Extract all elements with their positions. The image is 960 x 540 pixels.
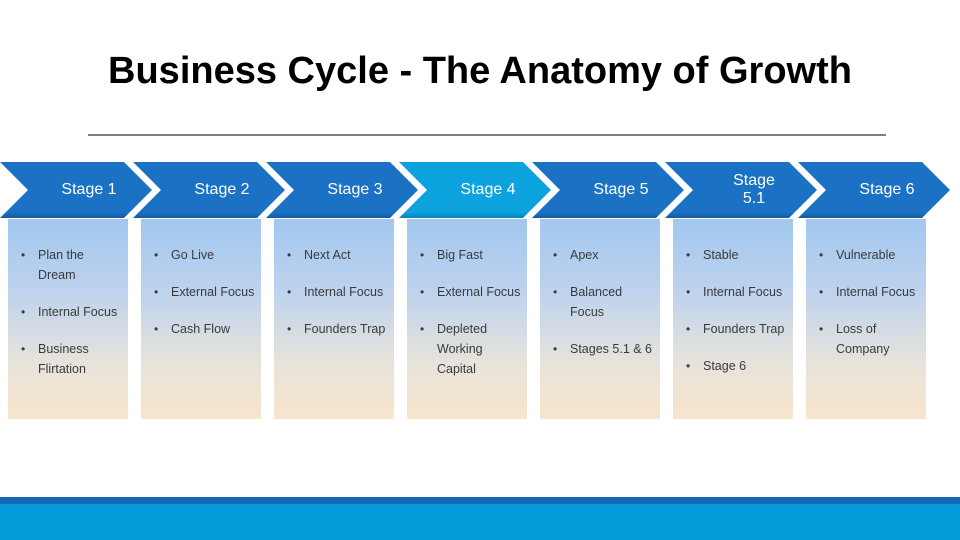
bullet-text: External Focus bbox=[171, 285, 255, 299]
bullet-marker: • bbox=[420, 285, 425, 299]
bullet-text: Apex bbox=[570, 248, 599, 262]
bullet-marker: • bbox=[553, 285, 558, 299]
bullet-marker: • bbox=[553, 342, 558, 356]
bullet-item: • Founders Trap bbox=[686, 319, 787, 339]
stage-chevron-stage-4: Stage 4 bbox=[399, 162, 551, 218]
bullet-text: External Focus bbox=[437, 285, 521, 299]
bullet-marker: • bbox=[21, 342, 26, 356]
bullet-item: • Stages 5.1 & 6 bbox=[553, 339, 654, 359]
bullet-item: • Internal Focus bbox=[21, 302, 122, 322]
bullet-marker: • bbox=[287, 248, 292, 262]
bullet-marker: • bbox=[686, 248, 691, 262]
stage-label: Stage 4 bbox=[460, 181, 516, 198]
stage-column-stage-2: • Go Live • External Focus • Cash Flow bbox=[141, 219, 261, 419]
bullet-marker: • bbox=[686, 285, 691, 299]
bullet-marker: • bbox=[154, 248, 159, 262]
stage-chevron-stage-3: Stage 3 bbox=[266, 162, 418, 218]
bullet-text: Business Flirtation bbox=[38, 342, 89, 376]
stage-column-stage-1: • Plan the Dream • Internal Focus • Busi… bbox=[8, 219, 128, 419]
stage-label: Stage 5 bbox=[593, 181, 649, 198]
stage-chevron-stage-5-1: Stage 5.1 bbox=[665, 162, 817, 218]
stage-label: Stage 2 bbox=[194, 181, 250, 198]
bullet-marker: • bbox=[154, 285, 159, 299]
bullet-item: • Big Fast bbox=[420, 245, 521, 265]
stage-label: Stage 3 bbox=[327, 181, 383, 198]
stage-column-stage-5-1: • Stable • Internal Focus • Founders Tra… bbox=[673, 219, 793, 419]
bullet-marker: • bbox=[154, 322, 159, 336]
bullet-marker: • bbox=[686, 359, 691, 373]
bullet-text: Balanced Focus bbox=[570, 285, 623, 319]
bullet-text: Depleted Working Capital bbox=[437, 322, 488, 376]
bullet-marker: • bbox=[819, 248, 824, 262]
bullet-item: • Stage 6 bbox=[686, 356, 787, 376]
bullet-text: Vulnerable bbox=[836, 248, 896, 262]
bullet-marker: • bbox=[686, 322, 691, 336]
bullet-text: Next Act bbox=[304, 248, 351, 262]
bullet-marker: • bbox=[819, 285, 824, 299]
bullet-item: • Internal Focus bbox=[287, 282, 388, 302]
stage-column-stage-6: • Vulnerable • Internal Focus • Loss of … bbox=[806, 219, 926, 419]
bullet-marker: • bbox=[553, 248, 558, 262]
bullet-text: Internal Focus bbox=[38, 305, 118, 319]
bullet-text: Internal Focus bbox=[836, 285, 916, 299]
bullet-item: • Internal Focus bbox=[819, 282, 920, 302]
stage-chevron-stage-6: Stage 6 bbox=[798, 162, 950, 218]
bullet-item: • Internal Focus bbox=[686, 282, 787, 302]
bullet-text: Stable bbox=[703, 248, 739, 262]
stage-chevron-stage-5: Stage 5 bbox=[532, 162, 684, 218]
bullet-marker: • bbox=[420, 322, 425, 336]
bullet-marker: • bbox=[21, 248, 26, 262]
bullet-item: • Plan the Dream bbox=[21, 245, 122, 285]
stage-label: Stage 5.1 bbox=[733, 172, 775, 207]
bullet-marker: • bbox=[21, 305, 26, 319]
bullet-text: Cash Flow bbox=[171, 322, 231, 336]
bullet-item: • External Focus bbox=[420, 282, 521, 302]
bullet-text: Stages 5.1 & 6 bbox=[570, 342, 653, 356]
stage-chevron-row: Stage 1 Stage 2 Stage 3 Stage 4 Stage 5 … bbox=[0, 162, 960, 218]
bullet-text: Internal Focus bbox=[304, 285, 384, 299]
stage-label: Stage 1 bbox=[61, 181, 117, 198]
stage-chevron-stage-2: Stage 2 bbox=[133, 162, 285, 218]
stage-chevron-stage-1: Stage 1 bbox=[0, 162, 152, 218]
bullet-item: • Next Act bbox=[287, 245, 388, 265]
footer-accent-stripe bbox=[0, 497, 960, 504]
bullet-marker: • bbox=[819, 322, 824, 336]
bullet-item: • Business Flirtation bbox=[21, 339, 122, 379]
footer-bar bbox=[0, 504, 960, 540]
bullet-marker: • bbox=[420, 248, 425, 262]
bullet-item: • Go Live bbox=[154, 245, 255, 265]
stage-column-stage-3: • Next Act • Internal Focus • Founders T… bbox=[274, 219, 394, 419]
stage-column-stage-4: • Big Fast • External Focus • Depleted W… bbox=[407, 219, 527, 419]
bullet-item: • Founders Trap bbox=[287, 319, 388, 339]
bullet-text: Loss of Company bbox=[836, 322, 890, 356]
bullet-text: Founders Trap bbox=[703, 322, 785, 336]
title-divider bbox=[88, 134, 886, 136]
bullet-text: Big Fast bbox=[437, 248, 483, 262]
stage-column-stage-5: • Apex • Balanced Focus • Stages 5.1 & 6 bbox=[540, 219, 660, 419]
stage-label: Stage 6 bbox=[859, 181, 915, 198]
bullet-marker: • bbox=[287, 322, 292, 336]
bullet-item: • External Focus bbox=[154, 282, 255, 302]
bullet-text: Internal Focus bbox=[703, 285, 783, 299]
slide-title: Business Cycle - The Anatomy of Growth bbox=[108, 50, 852, 92]
bullet-text: Plan the Dream bbox=[38, 248, 84, 282]
bullet-item: • Depleted Working Capital bbox=[420, 319, 521, 379]
bullet-text: Founders Trap bbox=[304, 322, 386, 336]
bullet-marker: • bbox=[287, 285, 292, 299]
bullet-item: • Cash Flow bbox=[154, 319, 255, 339]
bullet-text: Stage 6 bbox=[703, 359, 747, 373]
bullet-item: • Apex bbox=[553, 245, 654, 265]
bullet-item: • Balanced Focus bbox=[553, 282, 654, 322]
bullet-item: • Loss of Company bbox=[819, 319, 920, 359]
bullet-item: • Stable bbox=[686, 245, 787, 265]
bullet-item: • Vulnerable bbox=[819, 245, 920, 265]
bullet-text: Go Live bbox=[171, 248, 215, 262]
